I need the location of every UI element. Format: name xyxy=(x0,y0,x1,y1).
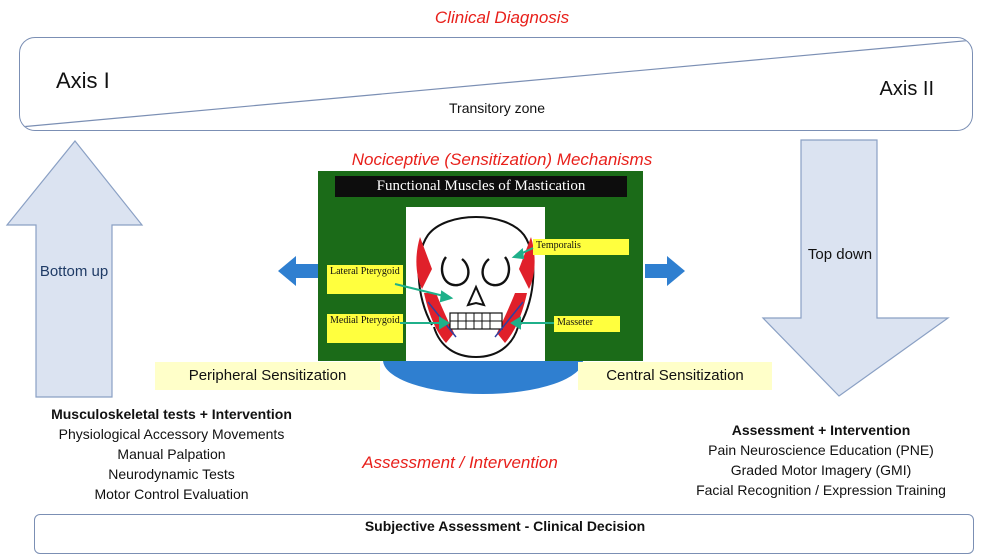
left-column-list: Musculoskeletal tests + Intervention Phy… xyxy=(0,404,343,504)
subjective-assessment-box: Subjective Assessment - Clinical Decisio… xyxy=(34,514,974,554)
bottom-up-arrow-icon xyxy=(5,140,144,398)
axis-spectrum-box: Axis I Transitory zone Axis II xyxy=(19,37,973,131)
mechanisms-title: Nociceptive (Sensitization) Mechanisms xyxy=(351,150,653,169)
list-item: Physiological Accessory Movements xyxy=(58,426,285,442)
axis-ii-label: Axis II xyxy=(879,78,934,100)
top-down-arrow-icon xyxy=(761,139,950,397)
muscle-pointer-arrows xyxy=(394,247,554,330)
left-blue-arrow-icon xyxy=(278,256,318,286)
list-item: Motor Control Evaluation xyxy=(94,486,249,502)
list-item: Graded Motor Imagery (GMI) xyxy=(730,462,912,478)
top-down-label: Top down xyxy=(807,246,873,263)
right-column-heading: Assessment + Intervention xyxy=(731,422,911,438)
bottom-up-label: Bottom up xyxy=(39,263,109,280)
skull-icon xyxy=(416,216,535,359)
diagram-title: Clinical Diagnosis xyxy=(434,8,570,27)
lateral-pterygoid-label: Lateral Pterygoid xyxy=(327,265,403,294)
skull-illustration xyxy=(406,207,545,361)
list-item: Facial Recognition / Expression Training xyxy=(696,482,946,498)
masseter-label: Masseter xyxy=(554,316,620,332)
list-item: Neurodynamic Tests xyxy=(108,466,235,482)
right-column-list: Assessment + Intervention Pain Neuroscie… xyxy=(666,420,976,500)
transitory-zone-label: Transitory zone xyxy=(449,100,545,116)
right-blue-arrow-icon xyxy=(645,256,685,286)
temporalis-label: Temporalis xyxy=(533,239,629,255)
axis-i-label: Axis I xyxy=(56,68,110,93)
panel-title: Functional Muscles of Mastication xyxy=(335,176,627,197)
central-sensitization-label: Central Sensitization xyxy=(578,362,772,390)
subjective-assessment-label: Subjective Assessment - Clinical Decisio… xyxy=(364,518,646,534)
peripheral-sensitization-label: Peripheral Sensitization xyxy=(155,362,380,390)
medial-pterygoid-label: Medial Pterygoid xyxy=(327,314,403,343)
list-item: Manual Palpation xyxy=(117,446,226,462)
muscles-panel: Functional Muscles of Mastication xyxy=(318,171,643,361)
left-column-heading: Musculoskeletal tests + Intervention xyxy=(51,406,292,422)
list-item: Pain Neuroscience Education (PNE) xyxy=(708,442,934,458)
half-circle-base-icon xyxy=(383,360,583,394)
axis-diagonal-divider xyxy=(20,39,972,128)
assessment-intervention-label: Assessment / Intervention xyxy=(362,453,558,472)
